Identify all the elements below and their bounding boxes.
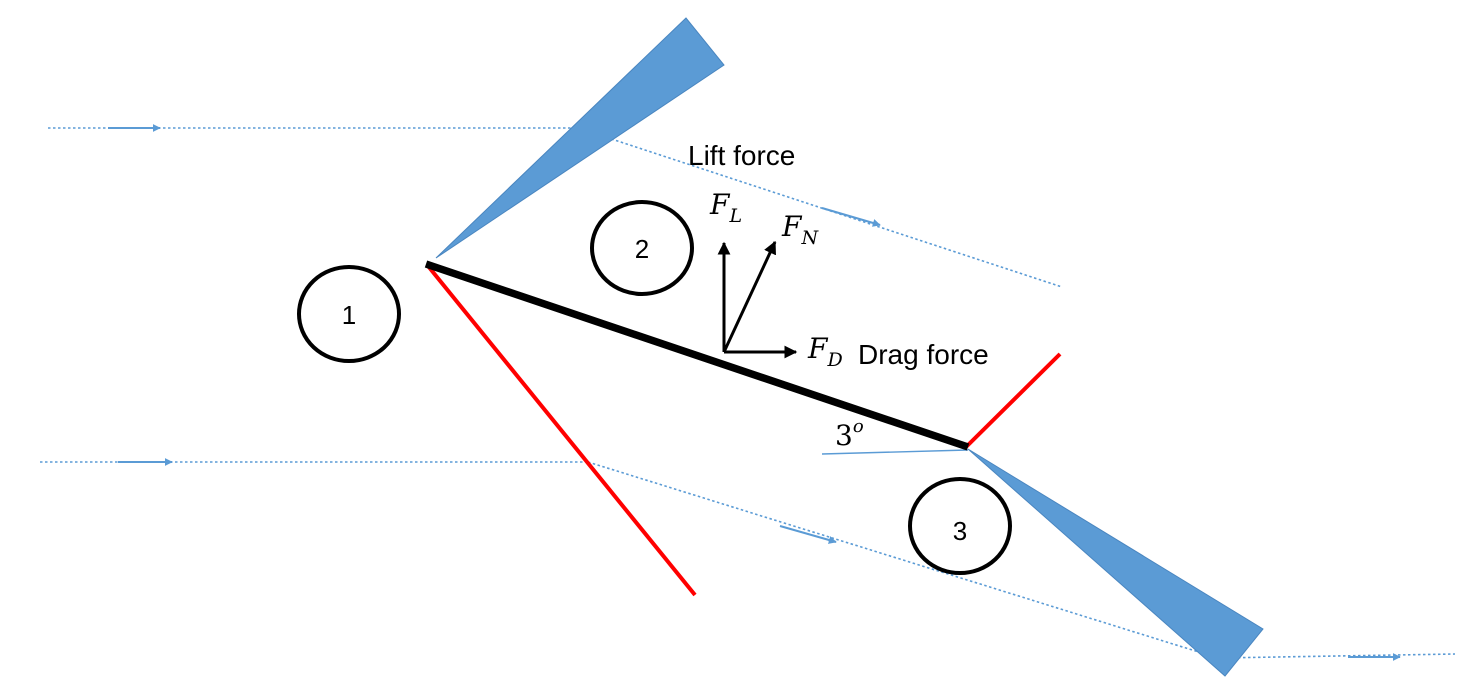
region-label-2: 2 (635, 234, 649, 264)
leading-edge-expansion-fan (435, 17, 725, 259)
lift-force-symbol: FL (709, 188, 742, 227)
region-marker-3: 3 (908, 477, 1012, 575)
trailing-edge-expansion-fan (967, 448, 1264, 677)
trailing-edge-shock (964, 352, 1062, 449)
region-marker-2: 2 (590, 200, 694, 296)
normal-force-arrow (722, 240, 777, 353)
lower-streamline (40, 458, 1456, 661)
upper-streamline (48, 124, 1063, 288)
angle-reference-line (821, 449, 969, 455)
drag-force-label: Drag force (858, 339, 989, 370)
lower-streamline-arrow-2 (779, 525, 837, 544)
region-marker-1: 1 (297, 265, 401, 363)
lift-force-label: Lift force (688, 140, 795, 171)
region-label-3: 3 (953, 516, 967, 546)
normal-force-symbol: FN (781, 210, 819, 249)
region-label-1: 1 (342, 300, 356, 330)
force-vectors (717, 240, 798, 359)
plate-angle-label: 3o (835, 416, 864, 452)
drag-force-symbol: FD (807, 332, 843, 371)
upper-streamline-arrow-2 (821, 207, 881, 227)
flat-plate (424, 260, 970, 451)
leading-edge-shock (426, 264, 697, 597)
